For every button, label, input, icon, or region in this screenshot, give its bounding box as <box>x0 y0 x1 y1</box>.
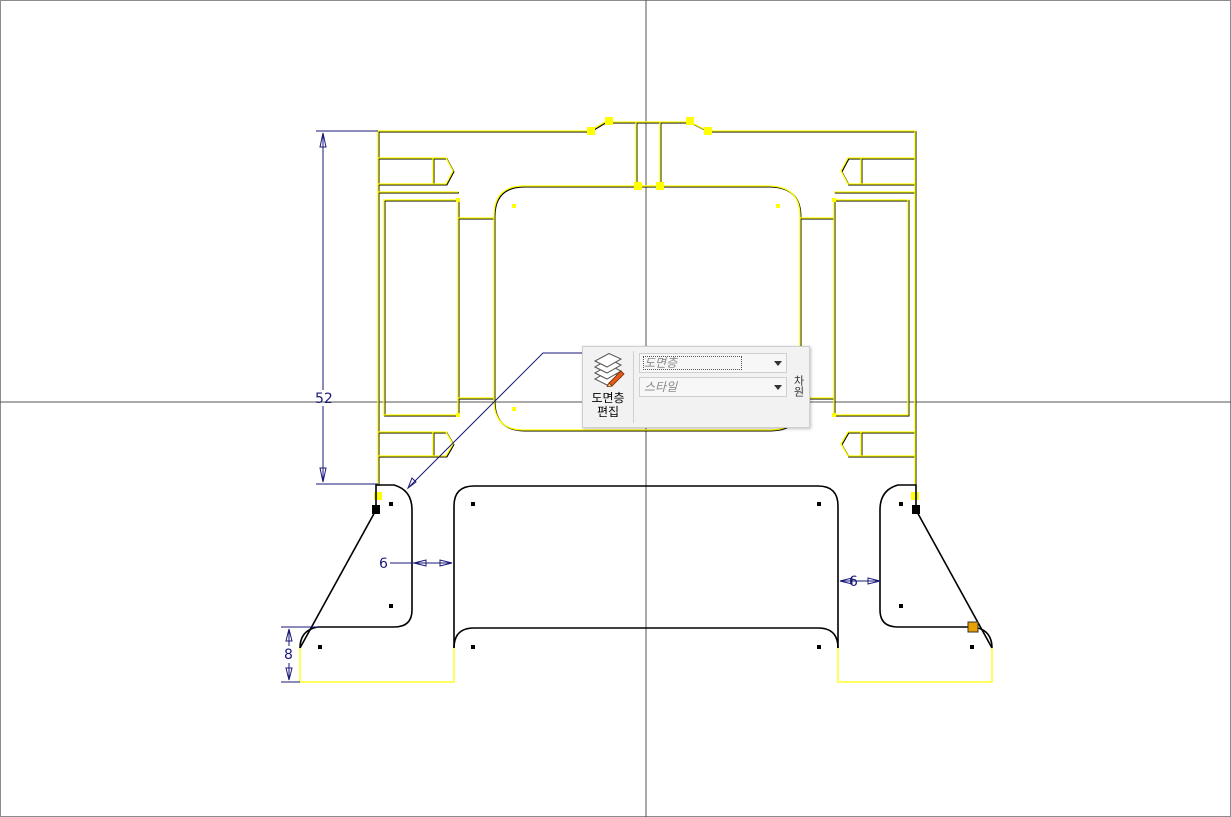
style-dropdown[interactable]: 스타일 <box>639 377 787 397</box>
dimension-foot-height[interactable] <box>281 626 318 683</box>
chevron-down-icon[interactable] <box>774 361 782 366</box>
edit-layers-label: 도면층 편집 <box>591 391 625 419</box>
dimension-gap-left[interactable] <box>390 559 453 567</box>
selected-upper-geometry[interactable] <box>377 121 917 486</box>
layer-dropdown-value: 도면층 <box>643 356 743 370</box>
active-point-handle[interactable] <box>967 621 979 633</box>
style-dropdown-value: 스타일 <box>644 380 678 394</box>
dimension-gap-left-value[interactable]: 6 <box>379 556 388 572</box>
dimension-foot-height-value[interactable]: 8 <box>284 647 293 663</box>
lower-outline-selected[interactable] <box>299 648 993 683</box>
edit-layers-button[interactable]: 도면층 편집 <box>585 349 631 423</box>
toolbar-separator <box>633 351 634 423</box>
lower-geometry[interactable] <box>299 484 993 649</box>
dimension-height-value[interactable]: 52 <box>315 391 333 407</box>
layer-mini-toolbar[interactable]: 도면층 편집 도면층 스타일 차원 <box>582 346 810 428</box>
layers-pencil-icon <box>593 353 625 387</box>
selection-handles[interactable] <box>374 117 919 500</box>
dimension-gap-right-value[interactable]: 6 <box>849 574 858 590</box>
dimension-gap-right[interactable] <box>839 577 881 585</box>
dimension-height[interactable] <box>316 130 378 485</box>
chevron-down-icon[interactable] <box>774 385 782 390</box>
toolbar-leader-line <box>406 352 582 490</box>
sketch-points[interactable] <box>318 502 974 649</box>
side-label[interactable]: 차원 <box>792 375 805 397</box>
layer-dropdown[interactable]: 도면층 <box>639 353 787 373</box>
